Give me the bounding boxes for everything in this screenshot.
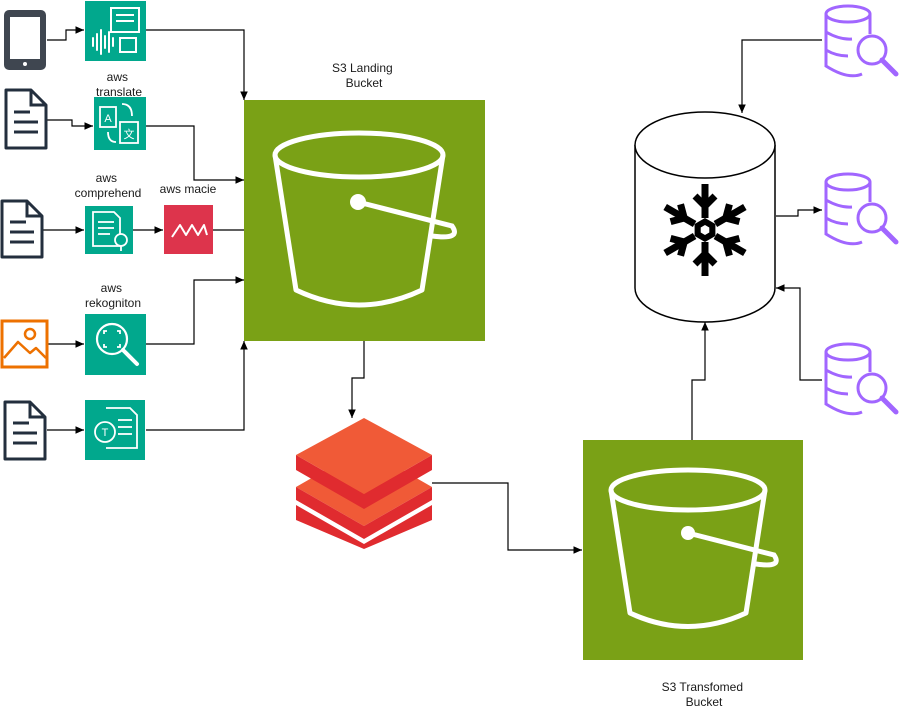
svg-text:文: 文 [124,127,135,141]
edge-snowflake-query2 [776,206,822,217]
edge-rekognition-s3landing [146,276,244,345]
label-s3-transformed-bucket: S3 Transfomed Bucket [662,680,747,709]
document-icon [0,199,44,259]
label-s3-landing-bucket: S3 Landing Bucket [332,61,396,90]
edge-s3transformed-snowflake [691,322,709,440]
svg-text:A: A [104,113,112,125]
transcribe-icon [85,1,146,61]
database-search-icon [824,4,899,78]
databricks-icon [296,418,432,549]
edge-doc1-translate [47,119,93,130]
label-aws-comprehend: aws comprehend [75,171,142,200]
edge-translate-s3landing [146,125,244,184]
edge-query3-snowflake [776,284,822,381]
rekognition-icon [85,314,146,375]
edge-query1-snowflake [738,39,822,113]
image-icon [0,319,49,369]
label-aws-rekogniton: aws rekogniton [85,281,141,310]
tablet-icon [4,10,46,70]
s3-landing-bucket [244,100,485,341]
edge-transcribe-s3landing [146,29,248,100]
database-search-icon [824,172,899,246]
svg-text:T: T [102,427,109,439]
edge-databricks-s3transformed [432,482,582,554]
connectors [43,26,822,554]
textract-icon: T [85,400,145,460]
edge-textract-s3landing [146,341,248,431]
comprehend-icon [85,206,133,254]
document-icon [4,88,48,150]
label-aws-translate: aws translate [96,70,142,99]
macie-icon [164,205,213,254]
edge-tablet-transcribe [47,26,84,41]
s3-transformed-bucket [583,440,803,660]
database-search-icon [824,342,899,416]
snowflake-icon [660,184,750,276]
label-aws-macie: aws macie [160,182,217,196]
document-icon [3,400,47,461]
edge-s3landing-databricks [348,341,365,418]
translate-icon: A 文 [94,97,146,150]
